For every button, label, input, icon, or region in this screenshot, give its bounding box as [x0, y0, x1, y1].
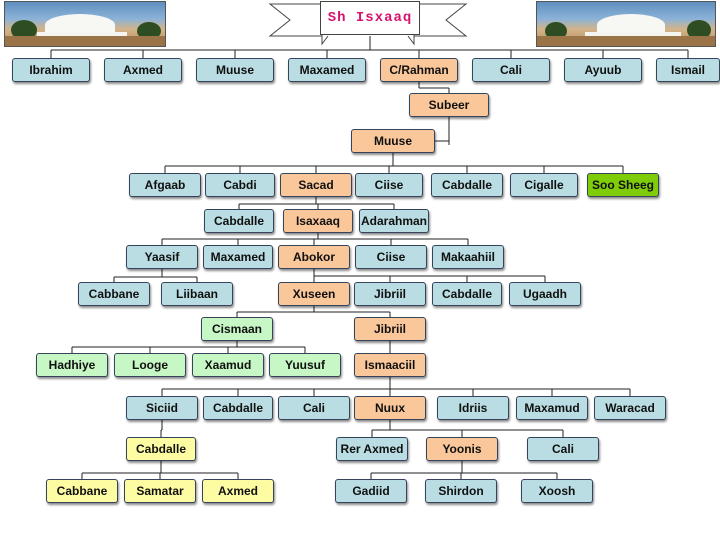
person-crahman: C/Rahman [380, 58, 458, 82]
person-yaasif: Yaasif [126, 245, 198, 269]
person-cali-3: Cali [527, 437, 599, 461]
person-idriis: Idriis [437, 396, 509, 420]
person-xaamud: Xaamud [192, 353, 264, 377]
person-cali-2: Cali [278, 396, 350, 420]
person-gadiid: Gadiid [335, 479, 407, 503]
person-axmed: Axmed [104, 58, 182, 82]
person-liibaan: Liibaan [161, 282, 233, 306]
tomb-photo-right [536, 1, 716, 47]
person-maxamed-2: Maxamed [203, 245, 273, 269]
person-subeer: Subeer [409, 93, 489, 117]
person-maxamed-1: Maxamed [288, 58, 366, 82]
person-jibriil-1: Jibriil [354, 282, 426, 306]
person-muuse: Muuse [351, 129, 435, 153]
person-ibrahim: Ibrahim [12, 58, 90, 82]
person-hadhiye: Hadhiye [36, 353, 108, 377]
person-yuusuf: Yuusuf [269, 353, 341, 377]
person-siciid: Siciid [126, 396, 198, 420]
person-afgaab: Afgaab [129, 173, 201, 197]
person-maxamud: Maxamud [516, 396, 588, 420]
person-cabdi: Cabdi [205, 173, 275, 197]
title-ribbon [268, 3, 468, 46]
person-cabdalle-5: Cabdalle [126, 437, 196, 461]
person-samatar: Samatar [124, 479, 196, 503]
person-ugaadh: Ugaadh [509, 282, 581, 306]
person-makaahiil: Makaahiil [432, 245, 504, 269]
person-cabdalle-4: Cabdalle [203, 396, 273, 420]
person-cabbane-1: Cabbane [78, 282, 150, 306]
person-soo-sheeg: Soo Sheeg [587, 173, 659, 197]
person-nuux: Nuux [354, 396, 426, 420]
person-looge: Looge [114, 353, 186, 377]
person-ismaaciil: Ismaaciil [354, 353, 426, 377]
person-cabdalle-2: Cabdalle [204, 209, 274, 233]
person-sacad: Sacad [280, 173, 352, 197]
person-ismail: Ismail [656, 58, 720, 82]
person-cismaan: Cismaan [201, 317, 273, 341]
person-axmed-2: Axmed [202, 479, 274, 503]
person-rer-axmed: Rer Axmed [336, 437, 408, 461]
person-cabdalle-1: Cabdalle [431, 173, 503, 197]
person-xoosh: Xoosh [521, 479, 593, 503]
person-cali-1: Cali [472, 58, 550, 82]
person-isaxaaq: Isaxaaq [283, 209, 353, 233]
person-abokor: Abokor [278, 245, 350, 269]
person-muuse-1: Muuse [196, 58, 274, 82]
person-xuseen: Xuseen [278, 282, 350, 306]
person-cigalle: Cigalle [510, 173, 578, 197]
person-adarahman: Adarahman [359, 209, 429, 233]
person-yoonis: Yoonis [426, 437, 498, 461]
person-ciise-2: Ciise [355, 245, 427, 269]
page-title: Sh Isxaaq [320, 1, 420, 35]
person-waracad: Waracad [594, 396, 666, 420]
person-ciise-1: Ciise [355, 173, 423, 197]
tomb-photo-left [4, 1, 166, 47]
person-cabdalle-3: Cabdalle [432, 282, 502, 306]
person-ayuub: Ayuub [564, 58, 642, 82]
person-cabbane-2: Cabbane [46, 479, 118, 503]
person-jibriil-2: Jibriil [354, 317, 426, 341]
person-shirdon: Shirdon [425, 479, 497, 503]
